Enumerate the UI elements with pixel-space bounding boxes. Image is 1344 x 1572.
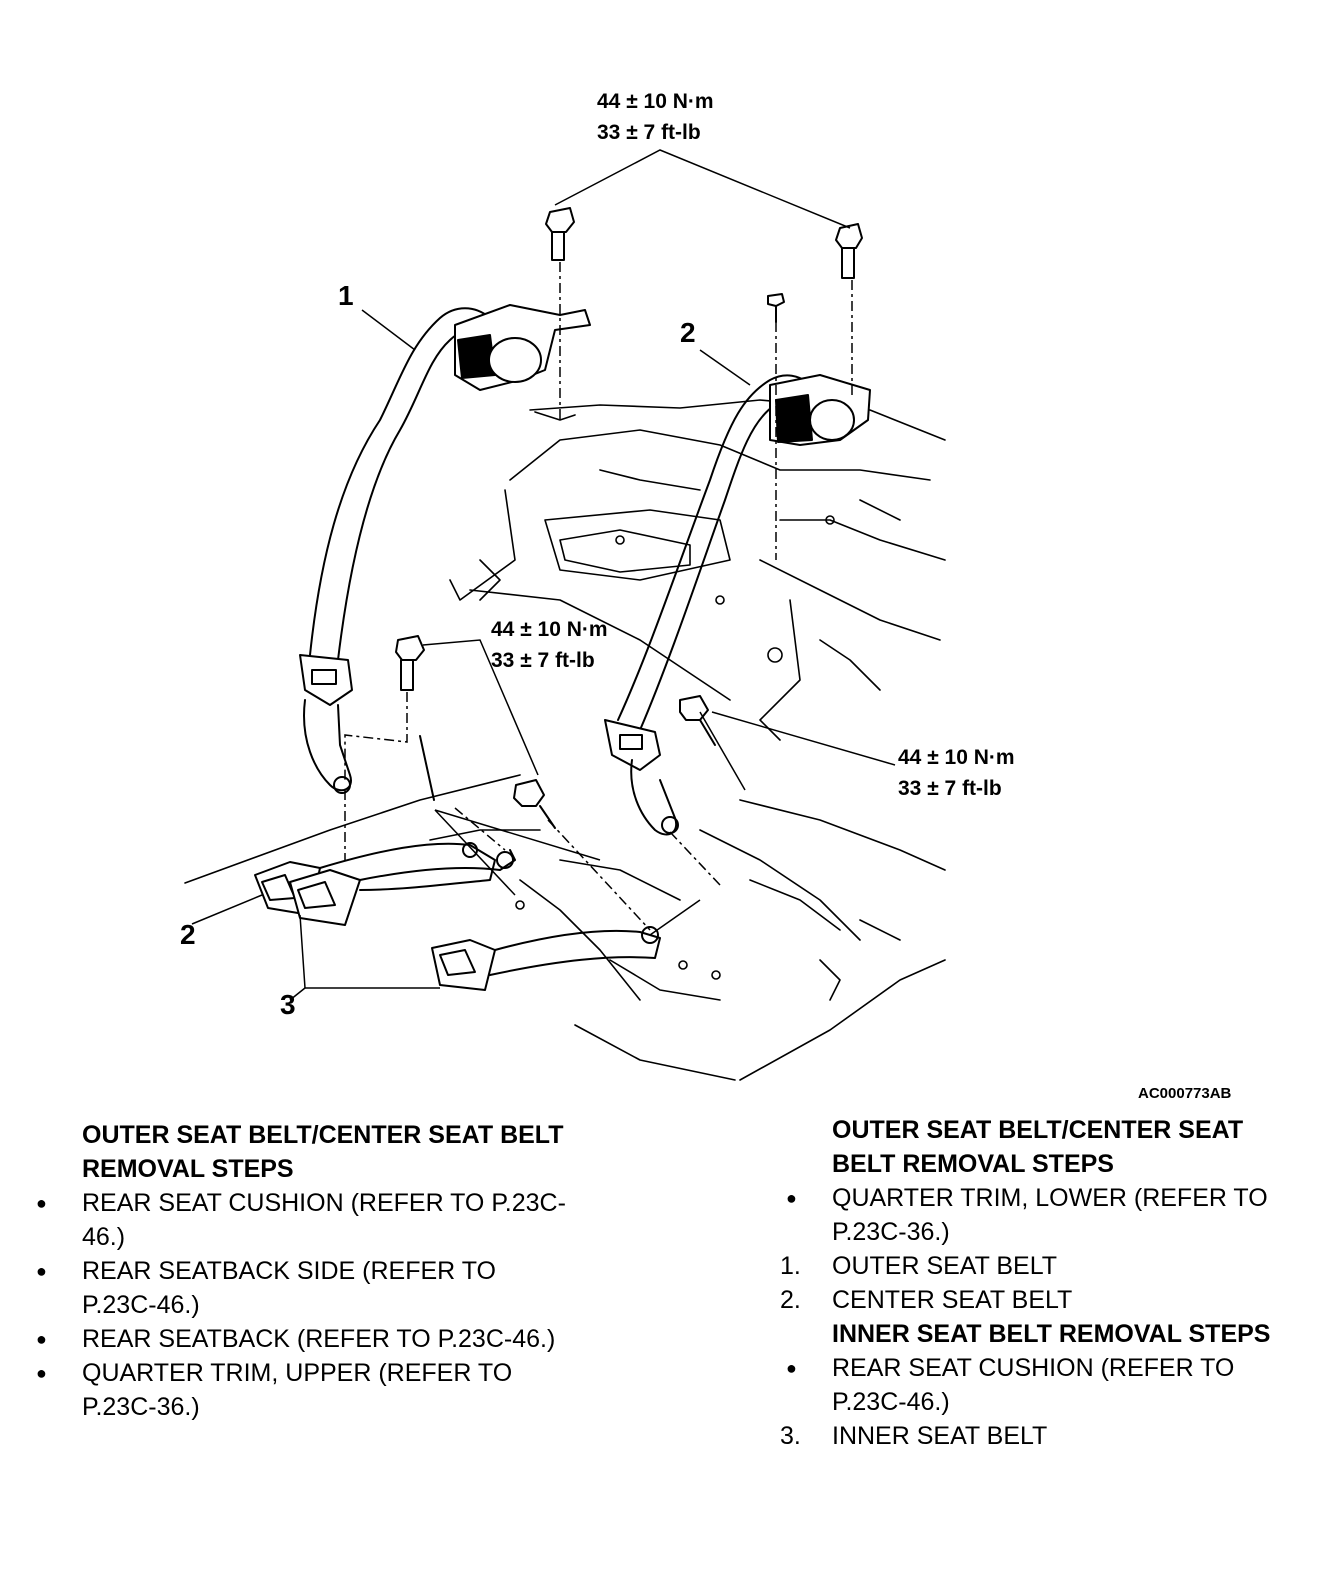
bullet-icon: ● <box>36 1363 47 1383</box>
torque-spec-top: 44 ± 10 N·m 33 ± 7 ft-lb <box>597 86 714 148</box>
torque-spec-middle: 44 ± 10 N·m 33 ± 7 ft-lb <box>491 614 608 676</box>
torque-imperial: 33 ± 7 ft-lb <box>898 777 1002 800</box>
outer-seat-belt <box>299 304 591 794</box>
step-text: OUTER SEAT BELT <box>832 1252 1058 1280</box>
figure-code: AC000773AB <box>1138 1085 1232 1102</box>
step-text: REAR SEAT CUSHION (REFER TO P.23C-46.) <box>82 1189 566 1251</box>
callout-outer-seat-belt: 1 <box>338 280 354 311</box>
leader-lines <box>191 149 896 1001</box>
step-text: INNER SEAT BELT <box>832 1422 1048 1450</box>
bullet-icon: ● <box>36 1193 47 1213</box>
seat-belt-diagram <box>184 149 946 1081</box>
step-text: REAR SEATBACK SIDE (REFER TO P.23C-46.) <box>82 1257 496 1319</box>
steps-heading: OUTER SEAT BELT/CENTER SEAT BELT REMOVAL… <box>832 1116 1244 1178</box>
list-item: 2. CENTER SEAT BELT <box>780 1283 1300 1317</box>
steps-heading: OUTER SEAT BELT/CENTER SEAT BELT REMOVAL… <box>82 1121 564 1183</box>
center-seat-belt <box>604 374 871 836</box>
bullet-icon: ● <box>786 1188 797 1208</box>
bolt-shaft <box>419 735 435 801</box>
list-item: ● QUARTER TRIM, UPPER (REFER TO P.23C-36… <box>30 1356 570 1424</box>
step-number: 3. <box>780 1422 801 1450</box>
left-steps-column: OUTER SEAT BELT/CENTER SEAT BELT REMOVAL… <box>30 1118 570 1424</box>
list-item: 3. INNER SEAT BELT <box>780 1419 1300 1453</box>
callout-center-seat-belt-upper: 2 <box>680 317 696 348</box>
torque-spec-right: 44 ± 10 N·m 33 ± 7 ft-lb <box>898 742 1015 804</box>
step-text: QUARTER TRIM, LOWER (REFER TO P.23C-36.) <box>832 1184 1268 1246</box>
list-item: 1. OUTER SEAT BELT <box>780 1249 1300 1283</box>
right-steps-column: OUTER SEAT BELT/CENTER SEAT BELT REMOVAL… <box>780 1113 1300 1453</box>
step-text: CENTER SEAT BELT <box>832 1286 1073 1314</box>
torque-metric: 44 ± 10 N·m <box>491 618 608 641</box>
callout-center-seat-belt-lower: 2 <box>180 919 196 950</box>
vehicle-body-outline <box>449 399 946 741</box>
step-number: 2. <box>780 1286 801 1314</box>
step-text: REAR SEAT CUSHION (REFER TO P.23C-46.) <box>832 1354 1235 1416</box>
step-text: REAR SEATBACK (REFER TO P.23C-46.) <box>82 1325 556 1353</box>
bullet-icon: ● <box>36 1329 47 1349</box>
callout-inner-seat-belt: 3 <box>280 989 296 1020</box>
step-text: QUARTER TRIM, UPPER (REFER TO P.23C-36.) <box>82 1359 513 1421</box>
list-item: ● REAR SEATBACK (REFER TO P.23C-46.) <box>30 1322 570 1356</box>
floor-panel-outline <box>184 774 946 1081</box>
torque-metric: 44 ± 10 N·m <box>597 90 714 113</box>
bullet-icon: ● <box>36 1261 47 1281</box>
bullet-icon: ● <box>786 1358 797 1378</box>
torque-metric: 44 ± 10 N·m <box>898 746 1015 769</box>
list-item: ● QUARTER TRIM, LOWER (REFER TO P.23C-36… <box>780 1181 1300 1249</box>
anchor-bolts <box>395 207 863 829</box>
torque-imperial: 33 ± 7 ft-lb <box>491 649 595 672</box>
steps-heading-inner: INNER SEAT BELT REMOVAL STEPS <box>832 1320 1271 1348</box>
inner-seat-belt-buckles <box>254 842 661 991</box>
list-item: ● REAR SEAT CUSHION (REFER TO P.23C-46.) <box>780 1351 1300 1419</box>
step-number: 1. <box>780 1252 801 1280</box>
torque-imperial: 33 ± 7 ft-lb <box>597 121 701 144</box>
list-item: ● REAR SEAT CUSHION (REFER TO P.23C-46.) <box>30 1186 570 1254</box>
list-item: ● REAR SEATBACK SIDE (REFER TO P.23C-46.… <box>30 1254 570 1322</box>
